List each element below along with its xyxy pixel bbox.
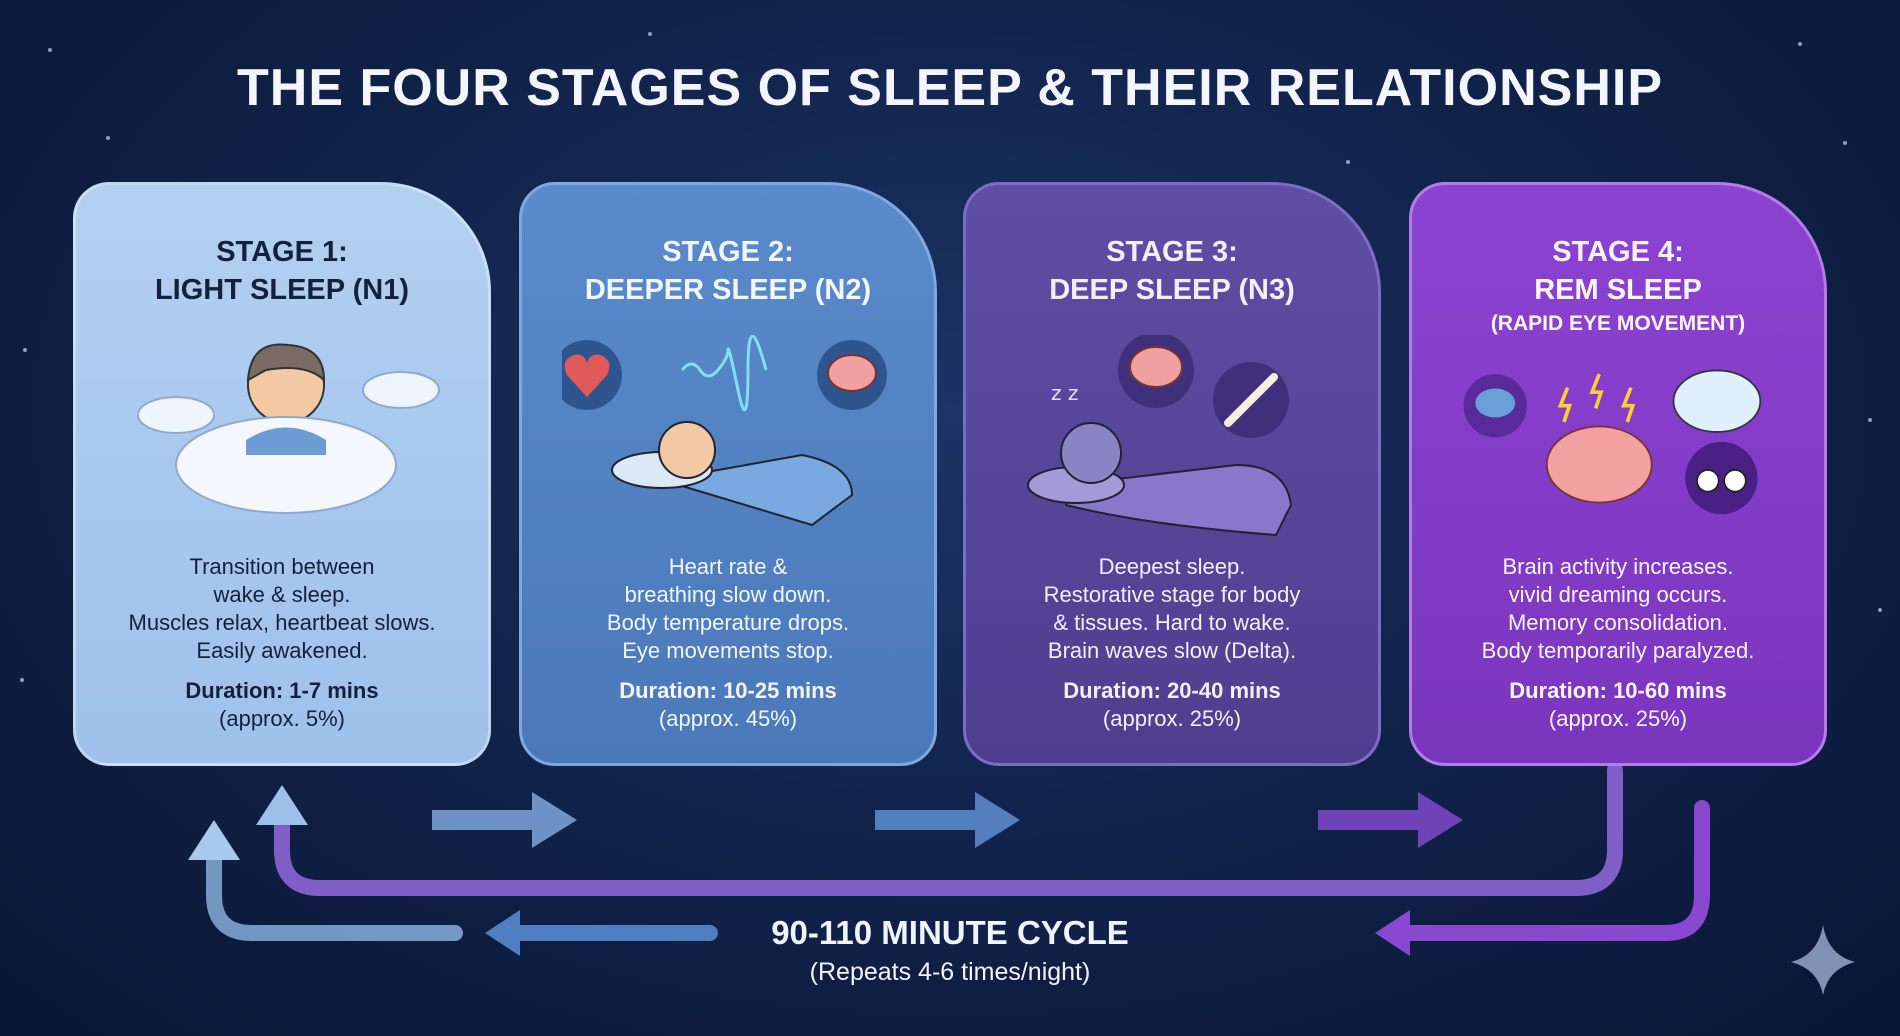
- bone-muscle-icon: [1224, 373, 1278, 427]
- forward-arrows: [432, 792, 1463, 848]
- duration-text: Duration: 10-25 mins: [619, 678, 837, 703]
- stage-description: Deepest sleep. Restorative stage for bod…: [966, 553, 1378, 665]
- share-text: (approx. 25%): [1548, 706, 1688, 731]
- person-in-cloud-icon: [137, 343, 440, 514]
- zzz-icon: z z: [1051, 381, 1078, 405]
- rem-brain-icon: [1463, 369, 1762, 515]
- stage-heading: STAGE 4: REM SLEEP (RAPID EYE MOVEMENT): [1412, 233, 1824, 339]
- description-line: Eye movements stop.: [622, 638, 834, 663]
- duration-text: Duration: 10-60 mins: [1509, 678, 1727, 703]
- stage-number: STAGE 3:: [1106, 236, 1238, 268]
- stage-4-card: STAGE 4: REM SLEEP (RAPID EYE MOVEMENT) …: [1409, 182, 1827, 766]
- lightning-icon: [1557, 386, 1572, 423]
- arrow-right-icon: [875, 792, 1020, 848]
- description-line: Brain activity increases.: [1502, 554, 1734, 579]
- stage-description: Brain activity increases. vivid dreaming…: [1412, 553, 1824, 665]
- brain-icon: [1545, 425, 1653, 504]
- dream-cloud-icon: [1672, 369, 1762, 433]
- stage-1-card: STAGE 1: LIGHT SLEEP (N1) Transition bet…: [73, 182, 491, 766]
- cloud-icon: [137, 396, 215, 434]
- description-line: Restorative stage for body: [1043, 582, 1301, 607]
- description-line: Memory consolidation.: [1507, 610, 1729, 635]
- stage-heading: STAGE 2: DEEPER SLEEP (N2): [522, 233, 934, 309]
- stage-description: Heart rate & breathing slow down. Body t…: [522, 553, 934, 665]
- description-line: Muscles relax, heartbeat slows.: [128, 610, 436, 635]
- stage-duration: Duration: 1-7 mins (approx. 5%): [76, 677, 488, 733]
- stage-number: STAGE 1:: [216, 236, 348, 268]
- cloud-icon: [362, 371, 440, 409]
- sleeping-person-icon: [562, 335, 887, 527]
- description-line: breathing slow down.: [624, 582, 832, 607]
- lightning-icon: [1621, 386, 1636, 423]
- stage-name: REM SLEEP: [1534, 274, 1702, 306]
- brain-icon: [1129, 346, 1183, 388]
- stage-description: Transition between wake & sleep. Muscles…: [76, 553, 488, 665]
- brain-icon: [827, 354, 877, 392]
- stars: [20, 32, 1882, 682]
- duration-text: Duration: 1-7 mins: [185, 678, 379, 703]
- share-text: (approx. 5%): [219, 706, 345, 731]
- cycle-note: (Repeats 4-6 times/night): [809, 958, 1091, 986]
- stage-2-card: STAGE 2: DEEPER SLEEP (N2) Heart rate & …: [519, 182, 937, 766]
- page-title: THE FOUR STAGES OF SLEEP & THEIR RELATIO…: [237, 59, 1663, 117]
- eyes-icon: [1696, 469, 1747, 493]
- description-line: vivid dreaming occurs.: [1508, 582, 1728, 607]
- share-text: (approx. 25%): [1102, 706, 1242, 731]
- stage-subtitle: (RAPID EYE MOVEMENT): [1490, 312, 1746, 335]
- stage-heading: STAGE 3: DEEP SLEEP (N3): [966, 233, 1378, 309]
- description-line: Brain waves slow (Delta).: [1047, 638, 1297, 663]
- stage-name: LIGHT SLEEP (N1): [154, 274, 410, 306]
- description-line: Easily awakened.: [196, 638, 368, 663]
- stage-name: DEEP SLEEP (N3): [1049, 274, 1295, 306]
- arrow-right-icon: [432, 792, 577, 848]
- cycle-loop-arrows: [188, 762, 1710, 956]
- stage-name: DEEPER SLEEP (N2): [584, 274, 872, 306]
- sparkle-icon: [1791, 925, 1855, 995]
- description-line: Body temporarily paralyzed.: [1481, 638, 1755, 663]
- share-text: (approx. 45%): [658, 706, 798, 731]
- stage-3-card: STAGE 3: DEEP SLEEP (N3) z z Deepest sle…: [963, 182, 1381, 766]
- wave-icon: [680, 335, 768, 412]
- heart-icon: [564, 354, 610, 397]
- cycle-caption: 90-110 MINUTE CYCLE (Repeats 4-6 times/n…: [0, 914, 1900, 987]
- description-line: Transition between: [189, 554, 375, 579]
- description-line: Body temperature drops.: [606, 610, 850, 635]
- stage-heading: STAGE 1: LIGHT SLEEP (N1): [76, 233, 488, 309]
- description-line: wake & sleep.: [213, 582, 351, 607]
- duration-text: Duration: 20-40 mins: [1063, 678, 1281, 703]
- stage-duration: Duration: 10-60 mins (approx. 25%): [1412, 677, 1824, 733]
- stage-number: STAGE 4:: [1552, 236, 1684, 268]
- description-line: Deepest sleep.: [1098, 554, 1246, 579]
- sleeping-person-icon: z z: [1027, 335, 1293, 537]
- cycle-label: 90-110 MINUTE CYCLE: [771, 914, 1129, 951]
- stage-duration: Duration: 20-40 mins (approx. 25%): [966, 677, 1378, 733]
- stage-duration: Duration: 10-25 mins (approx. 45%): [522, 677, 934, 733]
- arrow-right-icon: [1318, 792, 1463, 848]
- lightning-icon: [1589, 373, 1604, 410]
- stage-number: STAGE 2:: [662, 236, 794, 268]
- description-line: & tissues. Hard to wake.: [1053, 610, 1291, 635]
- description-line: Heart rate &: [668, 554, 788, 579]
